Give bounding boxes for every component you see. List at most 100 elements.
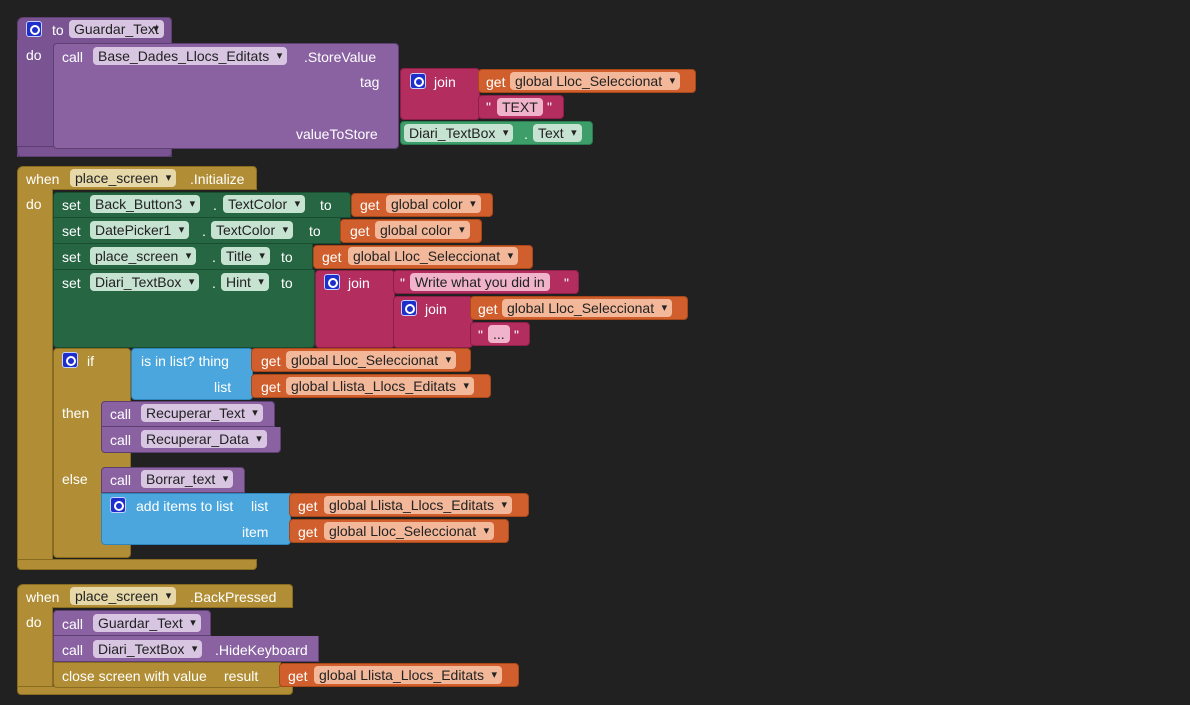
component-dropdown[interactable]: place_screen <box>70 169 177 187</box>
property-dropdown[interactable]: Text <box>533 124 582 142</box>
component-dropdown[interactable]: DatePicker1 <box>90 221 190 239</box>
dot-separator: . <box>213 197 217 213</box>
event-initialize-foot <box>17 559 257 570</box>
variable-dropdown[interactable]: global Lloc_Seleccionat <box>502 299 673 317</box>
procedure-dropdown[interactable]: Recuperar_Data <box>141 430 267 448</box>
dot-separator: . <box>202 223 206 239</box>
keyword-call: call <box>110 406 132 422</box>
keyword-join: join <box>434 74 456 90</box>
mutator-gear-icon[interactable] <box>410 73 426 89</box>
method-name: .HideKeyboard <box>215 642 308 658</box>
component-dropdown[interactable]: Base_Dades_Llocs_Editats <box>93 47 288 65</box>
keyword-when: when <box>26 589 60 605</box>
keyword-get: get <box>298 524 318 540</box>
mutator-gear-icon[interactable] <box>324 274 340 290</box>
open-quote: " <box>400 275 405 291</box>
variable-dropdown[interactable]: global Llista_Llocs_Editats <box>286 377 474 395</box>
keyword-call: call <box>110 472 132 488</box>
value-socket-label: valueToStore <box>296 126 378 142</box>
keyword-do: do <box>26 614 42 630</box>
text-field[interactable]: Write what you did in <box>410 273 550 291</box>
keyword-join: join <box>348 275 370 291</box>
procedure-guardar-text-body <box>17 40 53 156</box>
variable-dropdown[interactable]: global Llista_Llocs_Editats <box>314 666 502 684</box>
mutator-gear-icon[interactable] <box>401 300 417 316</box>
variable-dropdown[interactable]: global color <box>386 195 481 213</box>
is-in-list-label: is in list? thing <box>141 353 229 369</box>
close-quote: " <box>547 99 552 115</box>
keyword-get: get <box>261 353 281 369</box>
variable-dropdown[interactable]: global color <box>375 221 470 239</box>
component-dropdown[interactable]: place_screen <box>70 587 177 605</box>
event-name: .BackPressed <box>190 589 277 605</box>
keyword-get: get <box>478 301 498 317</box>
mutator-gear-icon[interactable] <box>26 21 42 37</box>
method-name: .StoreValue <box>304 49 377 65</box>
property-dropdown[interactable]: Title <box>221 247 270 265</box>
mutator-gear-icon[interactable] <box>110 497 126 513</box>
close-quote: " <box>564 275 569 291</box>
open-quote: " <box>486 99 491 115</box>
close-screen-with-value-block[interactable] <box>53 662 281 688</box>
keyword-get: get <box>288 668 308 684</box>
keyword-do: do <box>26 47 42 63</box>
tag-socket-label: tag <box>360 74 380 90</box>
keyword-to: to <box>320 197 332 213</box>
keyword-do: do <box>26 196 42 212</box>
mutator-gear-icon[interactable] <box>62 352 78 368</box>
open-quote: " <box>478 327 483 343</box>
keyword-set: set <box>62 197 81 213</box>
variable-dropdown[interactable]: global Lloc_Seleccionat <box>510 72 681 90</box>
text-field[interactable]: TEXT <box>497 98 543 116</box>
keyword-call: call <box>110 432 132 448</box>
list-socket-label: list <box>214 379 232 395</box>
procedure-dropdown[interactable]: Guardar_Text <box>93 614 201 632</box>
keyword-get: get <box>350 223 370 239</box>
keyword-set: set <box>62 249 81 265</box>
keyword-get: get <box>298 498 318 514</box>
property-dropdown[interactable]: TextColor <box>223 195 306 213</box>
keyword-then: then <box>62 405 90 421</box>
close-quote: " <box>514 327 519 343</box>
keyword-if: if <box>87 353 94 369</box>
keyword-call: call <box>62 616 84 632</box>
result-socket-label: result <box>224 668 259 684</box>
keyword-call: call <box>62 49 84 65</box>
procedure-dropdown[interactable]: Recuperar_Text <box>141 404 263 422</box>
keyword-to: to <box>281 249 293 265</box>
add-items-label: add items to list <box>136 498 234 514</box>
keyword-to: to <box>52 22 64 38</box>
list-socket-label: list <box>251 498 269 514</box>
is-in-list-block[interactable] <box>131 348 253 400</box>
variable-dropdown[interactable]: global Llista_Llocs_Editats <box>324 496 512 514</box>
dot-separator: . <box>524 126 528 142</box>
keyword-set: set <box>62 275 81 291</box>
keyword-get: get <box>486 74 506 90</box>
component-dropdown[interactable]: place_screen <box>90 247 197 265</box>
close-screen-label: close screen with value <box>62 668 207 684</box>
keyword-to: to <box>309 223 321 239</box>
component-dropdown[interactable]: Diari_TextBox <box>90 273 200 291</box>
keyword-join: join <box>425 301 447 317</box>
component-dropdown[interactable]: Diari_TextBox <box>404 124 514 142</box>
variable-dropdown[interactable]: global Lloc_Seleccionat <box>348 247 519 265</box>
property-dropdown[interactable]: Hint <box>221 273 269 291</box>
dot-separator: . <box>212 275 216 291</box>
event-name: .Initialize <box>190 171 245 187</box>
variable-dropdown[interactable]: global Lloc_Seleccionat <box>324 522 495 540</box>
component-dropdown[interactable]: Diari_TextBox <box>93 640 203 658</box>
dot-separator: . <box>212 249 216 265</box>
keyword-get: get <box>360 197 380 213</box>
procedure-dropdown[interactable]: Borrar_text <box>141 470 234 488</box>
keyword-get: get <box>322 249 342 265</box>
keyword-call: call <box>62 642 84 658</box>
procedure-name-field[interactable]: Guardar_Text <box>69 20 164 38</box>
event-initialize-body <box>17 189 53 561</box>
text-field[interactable]: ... <box>488 325 510 343</box>
keyword-to: to <box>281 275 293 291</box>
variable-dropdown[interactable]: global Lloc_Seleccionat <box>286 351 457 369</box>
keyword-set: set <box>62 223 81 239</box>
property-dropdown[interactable]: TextColor <box>211 221 294 239</box>
event-backpressed-body <box>17 607 53 687</box>
component-dropdown[interactable]: Back_Button3 <box>90 195 201 213</box>
